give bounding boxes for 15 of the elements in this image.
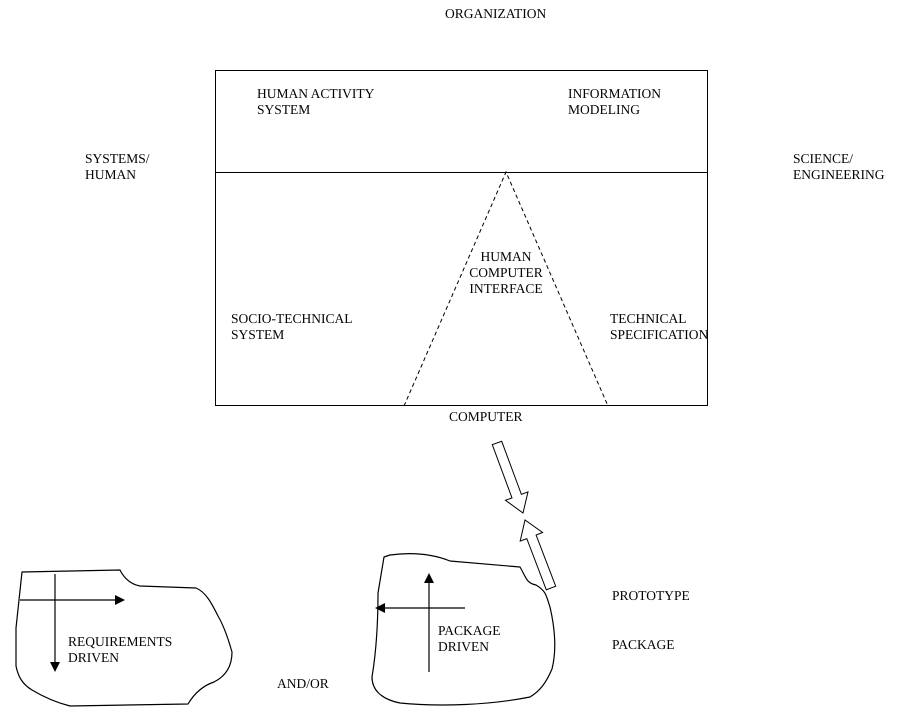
text-label: PACKAGE xyxy=(612,637,675,654)
text-label: PROTOTYPE xyxy=(612,588,690,604)
node-label: PACKAGE DRIVEN xyxy=(438,623,502,656)
node-label: INFORMATION MODELING xyxy=(568,86,662,118)
node-label: TECHNICAL SPECIFICATION xyxy=(610,311,710,344)
text-label: COMPUTER xyxy=(449,409,523,426)
node-label: HUMAN ACTIVITY SYSTEM xyxy=(257,86,375,118)
node-label: SOCIO-TECHNICAL SYSTEM xyxy=(231,311,353,344)
text-label: ORGANIZATION xyxy=(445,6,546,22)
rough-region xyxy=(370,553,556,708)
node-label: REQUIREMENTS DRIVEN xyxy=(68,634,174,666)
text-label: AND/OR xyxy=(277,676,329,692)
text-label: SCIENCE/ ENGINEERING xyxy=(793,151,886,184)
text-label: SYSTEMS/ HUMAN xyxy=(85,151,151,184)
organization-box xyxy=(215,70,708,173)
